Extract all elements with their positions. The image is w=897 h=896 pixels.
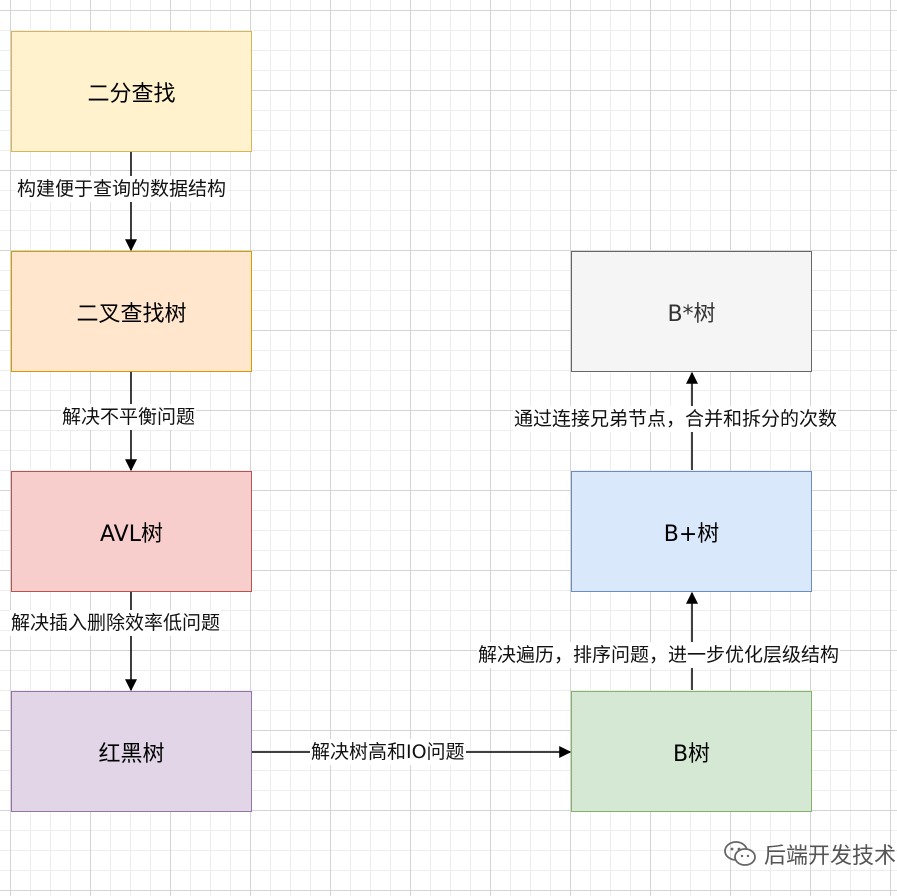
node-bplus: B+树 [571, 471, 812, 592]
node-avl: AVL树 [11, 471, 252, 592]
edge-label-bst-to-avl: 解决不平衡问题 [61, 404, 197, 430]
edge-label-bplus-to-bstar: 通过连接兄弟节点，合并和拆分的次数 [513, 406, 839, 432]
wechat-icon [724, 841, 756, 866]
node-red-black: 红黑树 [11, 691, 252, 812]
edge-label-rb-to-btree: 解决树高和IO问题 [310, 739, 466, 765]
node-bst: 二叉查找树 [11, 251, 252, 372]
node-binary-search: 二分查找 [11, 31, 252, 152]
node-label: B+树 [663, 521, 720, 547]
node-label: 红黑树 [98, 741, 165, 767]
node-label: 二叉查找树 [76, 301, 187, 327]
node-btree: B树 [571, 691, 812, 812]
node-label: AVL树 [100, 521, 163, 547]
node-label: B树 [672, 741, 711, 767]
edge-label-avl-to-rb: 解决插入删除效率低问题 [10, 610, 222, 636]
watermark: 后端开发技术 [722, 834, 896, 874]
node-label: 二分查找 [87, 81, 176, 107]
edge-label-btree-to-bplus: 解决遍历，排序问题，进一步优化层级结构 [477, 642, 841, 668]
node-label: B*树 [667, 301, 716, 327]
edge-label-binary-to-bst: 构建便于查询的数据结构 [16, 176, 228, 202]
node-bstar: B*树 [571, 251, 812, 372]
watermark-text: 后端开发技术 [764, 844, 897, 869]
